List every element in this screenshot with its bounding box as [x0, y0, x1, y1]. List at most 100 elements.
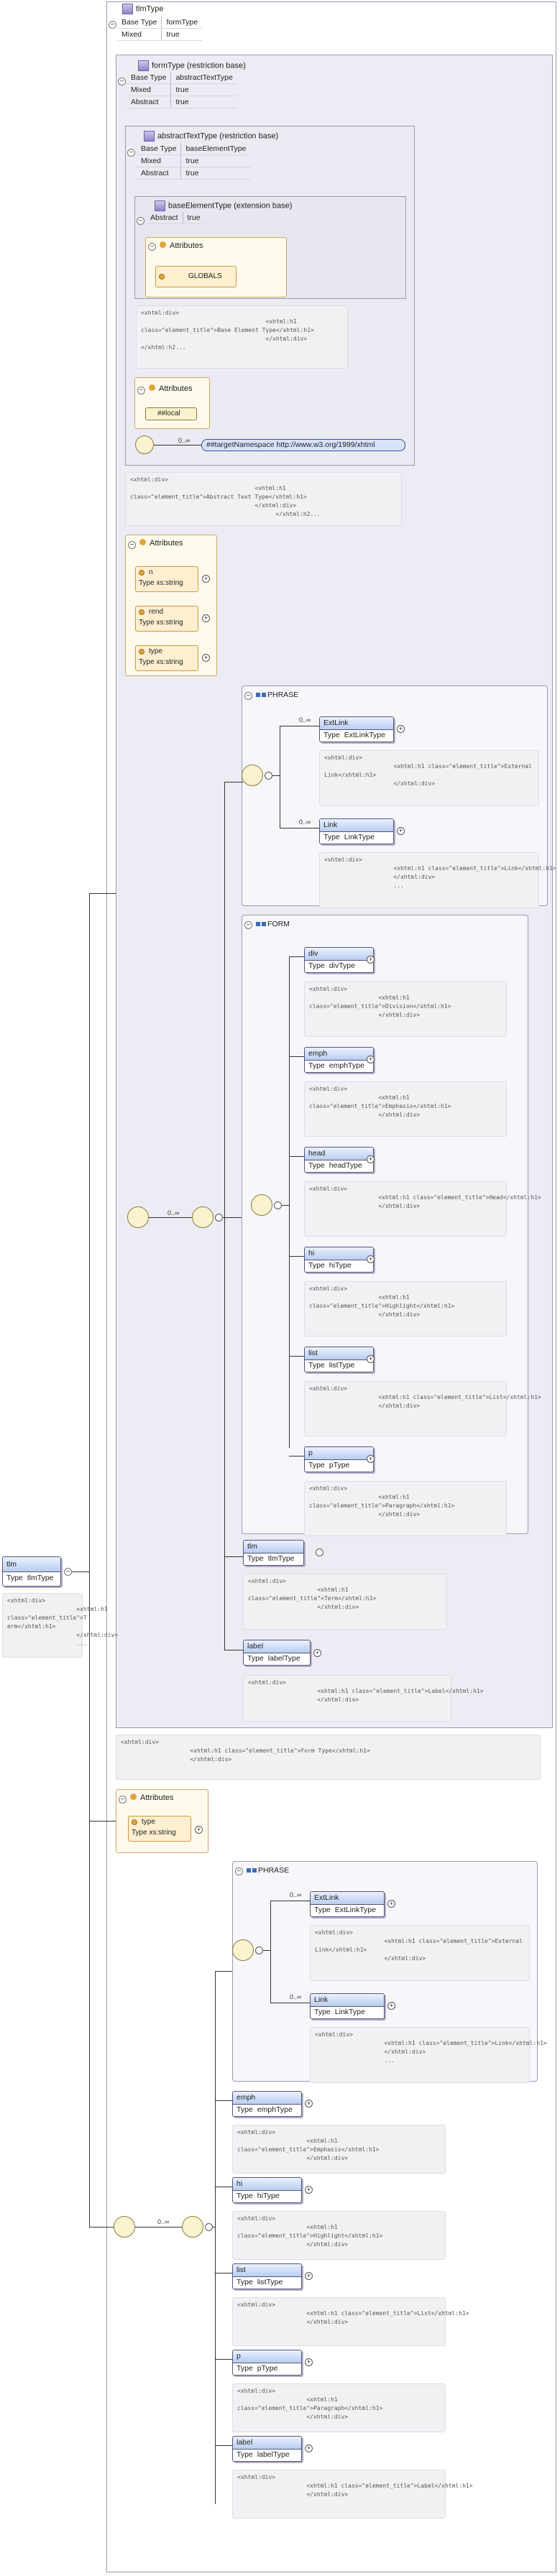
expand-icon[interactable]: +: [367, 1155, 375, 1163]
element-doc: <xhtml:div> <xhtml:h1 class="element_tit…: [304, 1381, 541, 1436]
expand-icon[interactable]: +: [367, 1255, 375, 1263]
element-doc: <xhtml:div> <xhtml:h1 class="element_tit…: [304, 982, 507, 1037]
element-doc: <xhtml:div> <xhtml:h1 class="element_tit…: [310, 2027, 547, 2083]
connector: [215, 1971, 232, 1972]
cardinality: 0..∞: [299, 716, 311, 724]
connector: [72, 1571, 89, 1572]
expand-icon[interactable]: +: [305, 2100, 313, 2108]
cardinality: 0..∞: [299, 818, 311, 826]
expand-icon[interactable]: +: [305, 2272, 313, 2280]
connector: [89, 893, 116, 894]
expand-icon[interactable]: +: [367, 956, 375, 964]
any-icon: [127, 1206, 149, 1228]
choice-icon: [242, 765, 263, 786]
expand-icon[interactable]: [265, 772, 272, 780]
collapse-toggle[interactable]: −: [148, 243, 156, 251]
local-attributes-group: [134, 377, 210, 429]
complex-type-icon: [155, 200, 165, 211]
connector: [224, 782, 225, 1651]
expand-icon[interactable]: +: [387, 1900, 395, 1908]
expand-icon[interactable]: +: [397, 725, 405, 733]
recursion-icon[interactable]: [316, 1548, 323, 1556]
expand-icon[interactable]: +: [305, 2445, 313, 2452]
expand-icon[interactable]: +: [202, 575, 210, 583]
expand-icon[interactable]: [205, 2223, 213, 2231]
attributes-label: Attributes: [149, 384, 192, 393]
connector: [272, 775, 280, 776]
property-key: Mixed: [137, 154, 182, 167]
collapse-toggle[interactable]: −: [119, 1796, 127, 1804]
connector: [289, 1056, 304, 1057]
collapse-toggle[interactable]: −: [137, 217, 144, 225]
attribute-icon: [160, 241, 166, 248]
attribute-group-globals[interactable]: GLOBALS: [155, 266, 237, 287]
phrase-group-title: PHRASE: [256, 691, 298, 699]
collapse-toggle[interactable]: −: [118, 78, 126, 86]
expand-icon[interactable]: +: [367, 1056, 375, 1063]
connector: [224, 1217, 242, 1218]
attribute-icon: [159, 274, 165, 280]
expand-icon[interactable]: [215, 1214, 223, 1222]
expand-icon[interactable]: [255, 1947, 263, 1954]
collapse-toggle[interactable]: −: [235, 1868, 243, 1875]
attribute-icon: [139, 649, 144, 655]
property-value: true: [170, 96, 237, 109]
element-doc: <xhtml:div> <xhtml:h1 class="element_tit…: [232, 2470, 473, 2519]
choice-icon: [192, 1206, 214, 1228]
formtype-title: formType (restriction base): [138, 60, 246, 71]
connector: [289, 1356, 304, 1357]
tlm-doc: <xhtml:div> <xhtml:h1 class="element_tit…: [243, 1574, 447, 1630]
choice-icon: [251, 1194, 272, 1216]
collapse-toggle[interactable]: −: [64, 1568, 72, 1576]
any-namespace[interactable]: ##targetNamespace http://www.w3.org/1999…: [201, 439, 405, 451]
collapse-toggle[interactable]: −: [244, 692, 252, 700]
expand-icon[interactable]: +: [202, 654, 210, 662]
property-key: Mixed: [127, 83, 172, 96]
expand-icon[interactable]: [274, 1201, 282, 1209]
property-key: Base Type: [137, 143, 182, 155]
expand-icon[interactable]: +: [367, 1355, 375, 1363]
expand-icon[interactable]: +: [305, 2186, 313, 2194]
expand-icon[interactable]: +: [313, 1649, 321, 1657]
collapse-toggle[interactable]: −: [127, 149, 135, 157]
expand-icon[interactable]: +: [367, 1455, 375, 1463]
collapse-toggle[interactable]: −: [244, 921, 252, 929]
collapse-toggle[interactable]: −: [128, 541, 136, 549]
element-doc: <xhtml:div> <xhtml:h1 class="element_tit…: [304, 1181, 541, 1237]
any-attribute-local[interactable]: ##local: [145, 407, 197, 420]
expand-icon[interactable]: +: [195, 1826, 203, 1834]
any-cardinality: 0..∞: [178, 437, 191, 444]
expand-icon[interactable]: +: [202, 614, 210, 622]
sequence-cardinality: 0..∞: [167, 1209, 180, 1217]
expand-icon[interactable]: +: [397, 827, 405, 835]
expand-icon[interactable]: +: [305, 2358, 313, 2366]
collapse-toggle[interactable]: −: [137, 387, 145, 394]
complex-type-icon: [138, 60, 149, 71]
collapse-toggle[interactable]: −: [109, 21, 116, 29]
connector: [289, 956, 304, 957]
expand-icon[interactable]: +: [387, 2002, 395, 2010]
